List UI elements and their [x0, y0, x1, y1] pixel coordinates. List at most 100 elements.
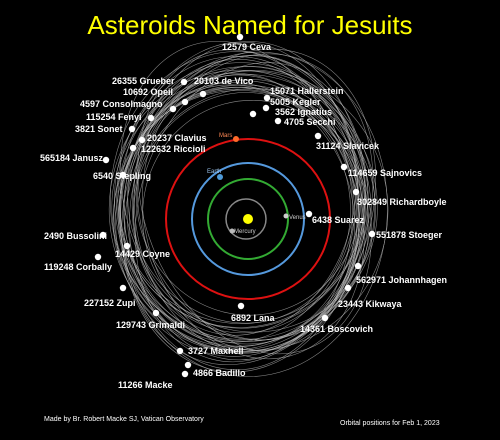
asteroid-label-macke: 11266 Macke: [118, 380, 173, 390]
asteroid-dot-badillo: [184, 361, 192, 369]
earth-label: Earth: [207, 169, 222, 175]
mars-label: Mars: [219, 133, 233, 139]
asteroid-dot-grueber: [180, 78, 188, 86]
diagram-title: Asteroids Named for Jesuits: [87, 10, 413, 40]
asteroid-label-maxhell: 3727 Maxhell: [188, 346, 244, 356]
asteroid-dot-stoeger: [368, 230, 376, 238]
earth-dot: [217, 174, 223, 180]
asteroid-label-riccioli: 122632 Riccioli: [141, 144, 206, 154]
asteroid-dot-lana: [237, 302, 245, 310]
asteroid-dot-ignatius: [249, 110, 257, 118]
asteroid-label-stoeger: 551878 Stoeger: [376, 230, 443, 240]
mercury-label: Mercury: [234, 229, 256, 235]
asteroid-dot-devico: [199, 90, 207, 98]
asteroid-dot-kegler: [262, 104, 270, 112]
asteroid-orbit-path: [131, 54, 357, 336]
asteroid-dot-suarez: [305, 210, 313, 218]
asteroid-dot-corbally: [94, 253, 102, 261]
venus-orbit: [207, 178, 289, 260]
asteroid-label-opeil: 10692 Opeil: [123, 87, 174, 97]
asteroid-label-badillo: 4866 Badillo: [193, 368, 246, 378]
asteroid-dot-opeil: [181, 98, 189, 106]
asteroid-dot-slavicek: [314, 132, 322, 140]
mars-orbit: [165, 138, 331, 300]
asteroid-label-coyne: 14429 Coyne: [115, 249, 171, 259]
asteroid-label-slavicek: 31124 Slavicek: [316, 141, 380, 151]
asteroid-dot-sajnovics: [340, 163, 348, 171]
asteroid-dot-hallerstein: [263, 94, 271, 102]
asteroid-orbit-path: [132, 88, 376, 333]
asteroid-label-suarez: 6438 Suarez: [312, 215, 365, 225]
asteroid-label-devico: 20103 de Vico: [194, 76, 254, 86]
asteroid-label-richardboyle: 302849 Richardboyle: [357, 197, 447, 207]
asteroid-label-johannhagen: 562971 Johannhagen: [356, 275, 448, 285]
asteroid-label-ceva: 12579 Ceva: [222, 42, 272, 52]
asteroid-label-janusz: 565184 Janusz: [40, 153, 104, 163]
asteroid-dot-richardboyle: [352, 188, 360, 196]
asteroid-dot-boscovich: [321, 314, 329, 322]
asteroid-dot-zupi: [119, 284, 127, 292]
asteroid-dot-kikwaya: [344, 284, 352, 292]
asteroid-orbit-path: [120, 51, 388, 377]
asteroid-dot-stepling: [119, 171, 127, 179]
asteroid-dot-riccioli: [129, 144, 137, 152]
asteroid-dot-macke: [181, 370, 189, 378]
asteroid-dot-secchi: [274, 117, 282, 125]
asteroid-dot-coyne: [123, 242, 131, 250]
asteroid-orbit-path: [109, 51, 367, 351]
asteroid-label-grueber: 26355 Grueber: [112, 76, 175, 86]
asteroid-orbit-path: [133, 92, 355, 334]
venus-dot: [283, 213, 289, 219]
date-footer: Orbital positions for Feb 1, 2023: [340, 420, 440, 427]
asteroid-dot-sonet: [128, 125, 136, 133]
asteroid-label-grimaldi: 129743 Grimaldi: [116, 320, 186, 330]
asteroid-orbit-path: [134, 62, 366, 363]
asteroid-label-sonet: 3821 Sonet: [75, 124, 123, 134]
asteroid-orbit-path: [137, 49, 372, 355]
asteroid-orbit-path: [117, 66, 369, 328]
asteroid-dot-bussolini: [99, 231, 107, 239]
asteroid-label-hallerstein: 15071 Hallerstein: [270, 86, 344, 96]
asteroid-dot-ceva: [236, 33, 244, 41]
asteroid-orbits: [108, 40, 389, 377]
asteroid-orbit-path: [120, 40, 358, 352]
asteroid-dots: [94, 33, 376, 378]
asteroid-dot-fenyi: [147, 114, 155, 122]
mars-dot: [233, 136, 239, 142]
venus-label: Venus: [289, 215, 306, 221]
earth-orbit: [191, 162, 305, 276]
asteroid-label-zupi: 227152 Zupi: [84, 298, 136, 308]
asteroid-label-secchi: 4705 Secchi: [284, 117, 336, 127]
asteroid-label-lana: 6892 Lana: [231, 313, 275, 323]
asteroid-label-kegler: 5005 Kegler: [270, 97, 321, 107]
asteroid-orbit-path: [136, 78, 362, 316]
asteroid-dot-janusz: [102, 156, 110, 164]
asteroid-dot-consolmagno: [169, 105, 177, 113]
mercury-orbit: [225, 198, 267, 240]
asteroid-label-clavius: 20237 Clavius: [147, 133, 207, 143]
asteroid-label-consolmagno: 4597 Consolmagno: [80, 99, 163, 109]
asteroid-label-boscovich: 14361 Boscovich: [300, 324, 374, 334]
sun: [243, 214, 253, 224]
asteroid-dot-maxhell: [176, 347, 184, 355]
asteroid-orbit-path: [133, 41, 366, 353]
mercury-dot: [229, 228, 235, 234]
asteroid-label-corbally: 119248 Corbally: [44, 262, 113, 272]
asteroid-orbit-path: [116, 56, 359, 347]
asteroid-label-bussolini: 2490 Bussolini: [44, 231, 108, 241]
asteroid-orbit-path: [123, 48, 376, 365]
asteroid-label-sajnovics: 114659 Sajnovics: [348, 168, 423, 178]
asteroid-label-ignatius: 3562 Ignatius: [275, 107, 333, 117]
asteroid-dot-clavius: [138, 136, 146, 144]
credit-footer: Made by Br. Robert Macke SJ, Vatican Obs…: [44, 416, 204, 423]
asteroid-label-stepling: 6540 Stepling: [93, 171, 152, 181]
asteroid-orbit-path: [124, 59, 353, 361]
asteroid-label-kikwaya: 23443 Kikwaya: [338, 299, 402, 309]
asteroid-orbit-path: [118, 84, 355, 354]
asteroid-dot-johannhagen: [354, 262, 362, 270]
asteroid-orbit-path: [112, 88, 365, 353]
asteroid-dot-grimaldi: [152, 309, 160, 317]
asteroid-label-fenyi: 115254 Fenyi: [86, 112, 142, 122]
